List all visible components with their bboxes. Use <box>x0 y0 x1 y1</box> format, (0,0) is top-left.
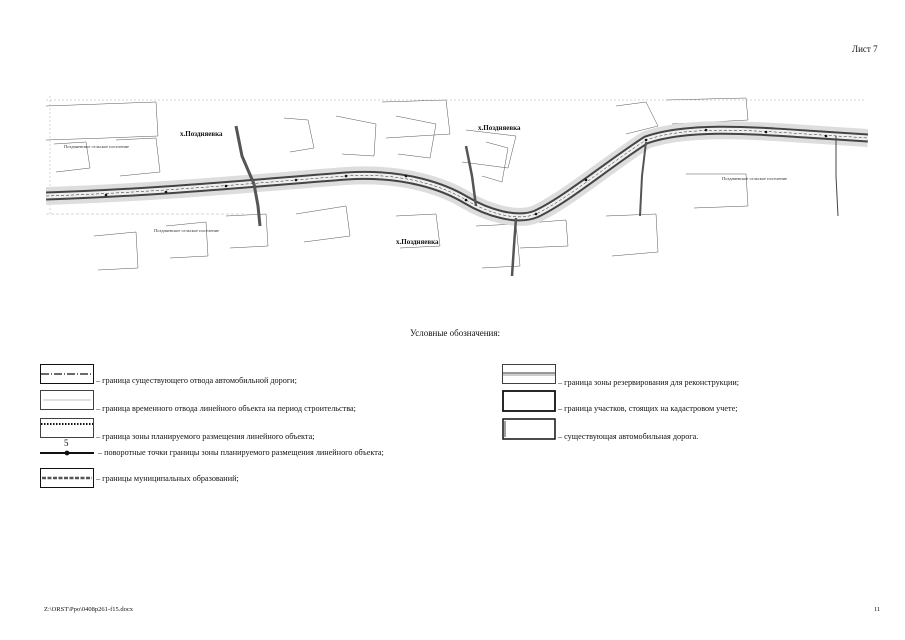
legend-text-cadastral-plots: – граница участков, стоящих на кадастров… <box>558 404 738 413</box>
settlement-label-3: Поздняевское сельское поселение <box>722 176 787 181</box>
legend-title: Условные обозначения: <box>410 328 501 338</box>
turning-point-symbol <box>40 450 94 456</box>
existing-allotment-symbol <box>40 364 94 384</box>
cadastral-plot-symbol <box>502 390 556 412</box>
turning-point-number: 5 <box>64 438 69 448</box>
sheet-label: Лист 7 <box>852 44 878 54</box>
planned-zone-symbol <box>40 418 94 438</box>
legend-text-existing-road: – существующая автомобильная дорога. <box>558 432 699 441</box>
place-name-1: х.Поздняевка <box>180 130 223 138</box>
legend-text-planned-zone: – граница зоны планируемого размещения л… <box>96 432 315 441</box>
temporary-allotment-symbol <box>40 390 94 410</box>
road-map: х.Поздняевка х.Поздняевка х.Поздняевка П… <box>46 96 868 277</box>
footer-page-number: 11 <box>874 606 881 613</box>
place-name-2: х.Поздняевка <box>478 124 521 132</box>
legend-text-turning-points: – поворотные точки границы зоны планируе… <box>98 448 384 457</box>
existing-road-symbol <box>502 418 556 440</box>
legend-text-existing-allotment: – граница существующего отвода автомобил… <box>96 376 297 385</box>
footer-file-path: Z:\ORST\Ppo\0408p261-f15.docx <box>44 606 134 613</box>
legend-text-reservation-zone: – граница зоны резервирования для реконс… <box>558 378 740 387</box>
municipal-boundary-symbol <box>40 468 94 488</box>
place-name-3: х.Поздняевка <box>396 238 439 246</box>
settlement-label-2: Поздняевское сельское поселение <box>154 228 219 233</box>
reservation-zone-symbol <box>502 364 556 384</box>
legend-text-municipal-boundaries: – границы муниципальных образований; <box>96 474 239 483</box>
legend-text-temporary-allotment: – граница временного отвода линейного об… <box>96 404 356 413</box>
settlement-label-1: Поздняевское сельское поселение <box>64 144 129 149</box>
